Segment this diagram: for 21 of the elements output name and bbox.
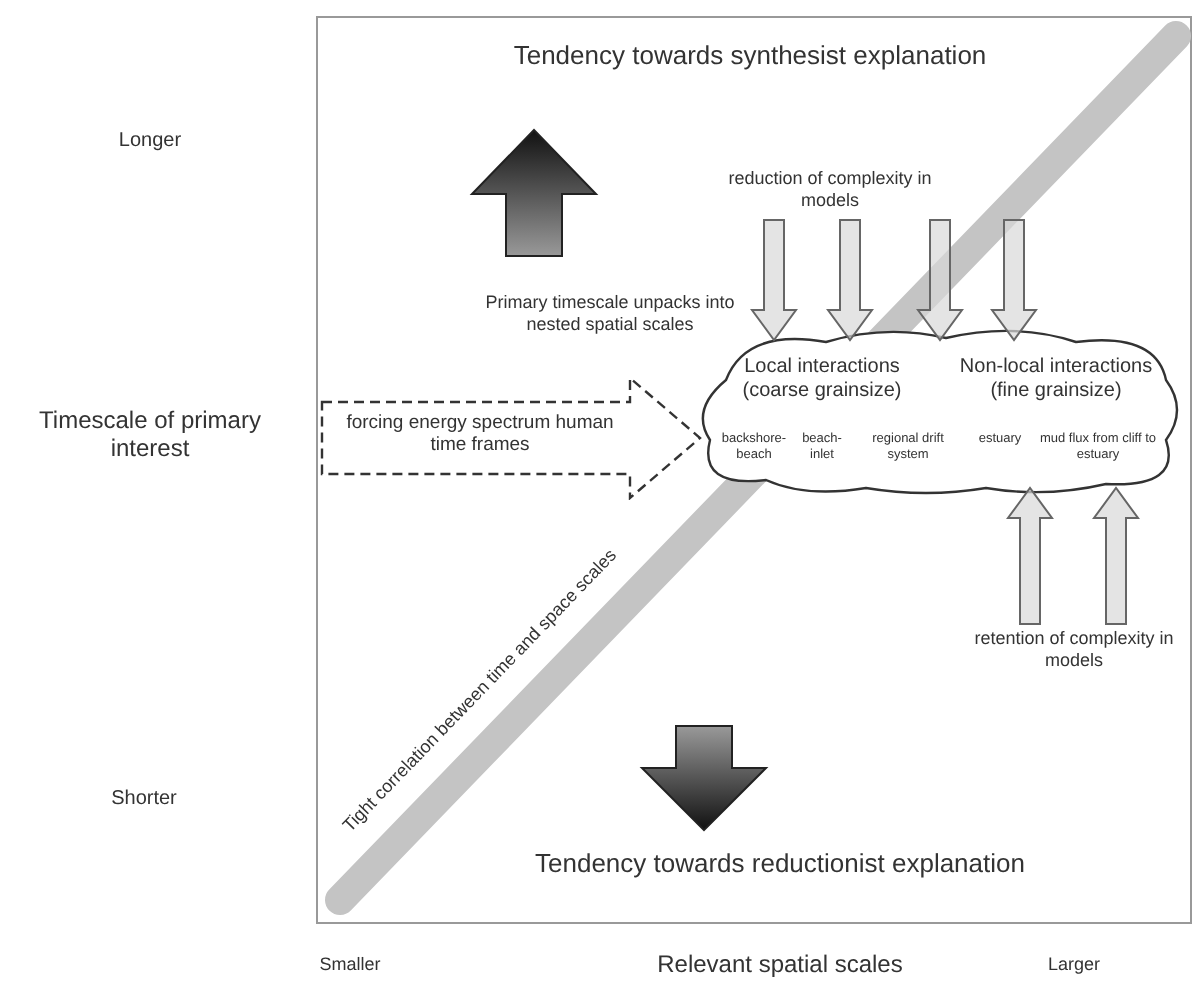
annotation-text: reduction of complexity in models (726, 168, 934, 212)
label-text: Tendency towards synthesist explanation (511, 40, 989, 72)
label-text: Longer (116, 130, 184, 154)
arrow-text: forcing energy spectrum human time frames (344, 412, 616, 458)
label-text: Primary timescale unpacks into nested spatial scales (483, 292, 737, 336)
interaction-heading: Local interactions (coarse grainsize) (740, 356, 904, 404)
label-text: Smaller (317, 954, 383, 976)
block-arrow (1006, 486, 1054, 625)
block-arrow (826, 219, 874, 342)
dashed-arrow-box (320, 376, 704, 500)
block-arrow (916, 219, 964, 342)
label-text: Shorter (109, 788, 179, 812)
annotation-text: retention of complexity in models (972, 628, 1176, 672)
label-text: Timescale of primary interest (37, 406, 263, 464)
label-text: Larger (1045, 954, 1102, 976)
label-text: Tendency towards reductionist explanation (533, 848, 1027, 880)
block-arrow (750, 219, 798, 342)
block-arrow (990, 219, 1038, 342)
interaction-heading: Non-local interactions (fine grainsize) (957, 356, 1155, 404)
block-arrow (1092, 486, 1140, 625)
label-text: Relevant spatial scales (655, 950, 905, 979)
